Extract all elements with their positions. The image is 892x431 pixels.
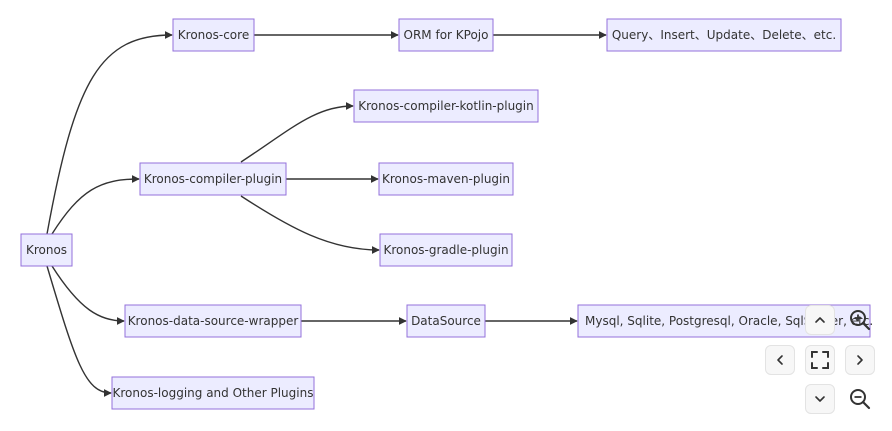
pan-right-button[interactable] [845,345,875,375]
node-kronos-maven-plugin: Kronos-maven-plugin [378,162,514,196]
node-label: Kronos-logging and Other Plugins [113,386,314,400]
node-label: Kronos-data-source-wrapper [128,314,299,328]
edge-compiler-gradle [240,195,380,254]
node-datasource: DataSource [406,304,486,338]
node-orm-for-kpojo: ORM for KPojo [398,18,494,52]
node-kronos: Kronos [20,233,73,267]
zoom-out-icon [850,389,871,410]
node-kronos-compiler-kotlin-plugin: Kronos-compiler-kotlin-plugin [353,89,539,123]
node-label: Kronos-gradle-plugin [383,243,508,257]
zoom-in-icon [850,310,871,331]
node-kronos-gradle-plugin: Kronos-gradle-plugin [379,233,513,267]
edge-kronos-core [46,31,173,235]
node-kronos-logging: Kronos-logging and Other Plugins [111,376,315,410]
node-label: Kronos-compiler-plugin [144,172,282,186]
node-kronos-data-source-wrapper: Kronos-data-source-wrapper [124,304,302,338]
node-label: Kronos-core [178,28,249,42]
zoom-in-button[interactable] [845,305,875,335]
node-label: ORM for KPojo [404,28,489,42]
node-label: Kronos-compiler-kotlin-plugin [358,99,534,113]
node-label: Kronos [26,243,67,257]
pan-down-button[interactable] [805,384,835,414]
edge-kronos-compiler-plugin [51,175,140,235]
zoom-out-button[interactable] [845,384,875,414]
fullscreen-button[interactable] [805,345,835,375]
pan-left-button[interactable] [765,345,795,375]
node-label: Kronos-maven-plugin [382,172,510,186]
node-kronos-compiler-plugin: Kronos-compiler-plugin [139,162,287,196]
node-crud-operations: Query、Insert、Update、Delete、etc. [606,18,842,52]
chevron-right-icon [857,355,863,365]
node-kronos-core: Kronos-core [172,18,255,52]
pan-up-button[interactable] [805,305,835,335]
chevron-up-icon [815,317,825,323]
edge-kronos-data-source-wrapper [51,265,125,325]
node-label: Query、Insert、Update、Delete、etc. [612,28,836,42]
edge-kronos-logging [46,265,112,397]
fullscreen-icon [811,351,829,369]
chevron-left-icon [777,355,783,365]
node-label: DataSource [411,314,481,328]
edges [46,31,607,397]
chevron-down-icon [815,396,825,402]
edge-compiler-kotlin [240,102,354,163]
node-label: Mysql, Sqlite, Postgresql, Oracle, SqlSe… [585,314,873,328]
